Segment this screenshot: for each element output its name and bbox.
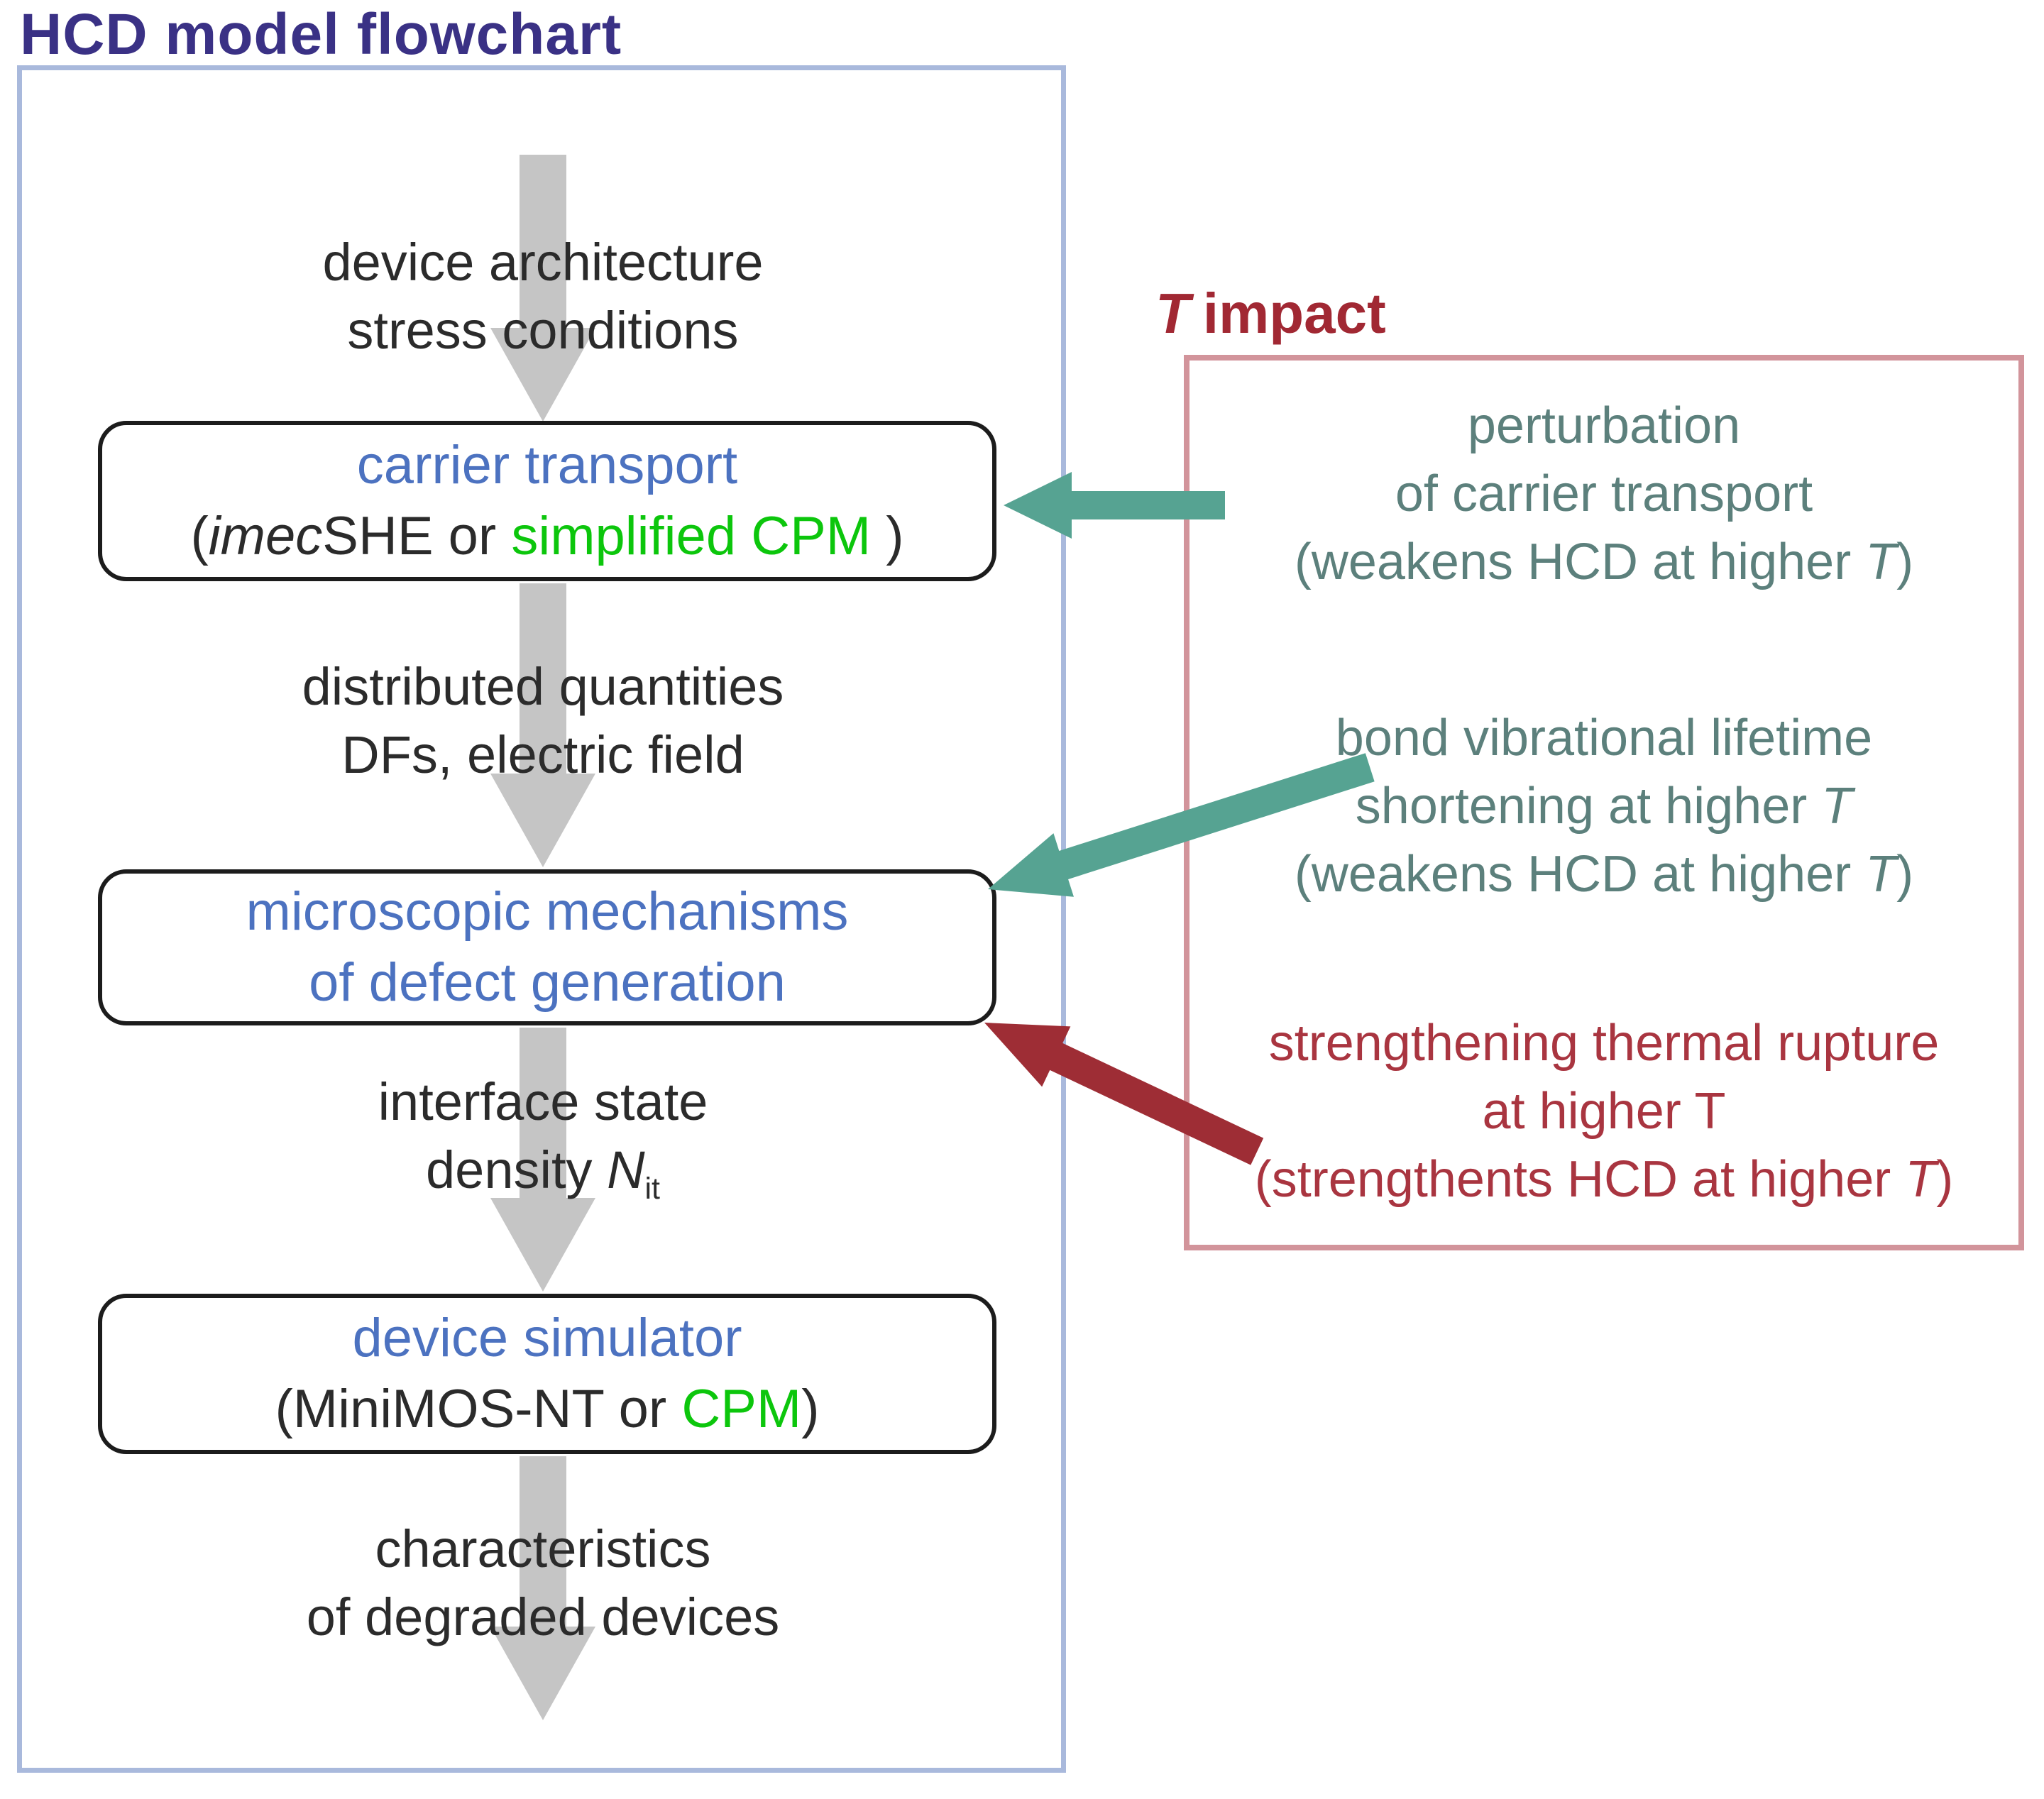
device-simulator-box: device simulator (MiniMOS-NT or CPM) xyxy=(98,1294,996,1454)
distributed-quantities-line1: distributed quantities xyxy=(302,657,784,716)
vibrational-lifetime-note: bond vibrational lifetime shortening at … xyxy=(1207,704,2001,908)
device-simulator-subtitle: (MiniMOS-NT or CPM) xyxy=(275,1374,819,1445)
rupture-line2: at higher T xyxy=(1482,1083,1726,1140)
output-label-line1: characteristics xyxy=(375,1519,711,1578)
paren-close: ) xyxy=(1936,1151,1954,1208)
lifetime-line2: shortening at higher T xyxy=(1207,772,2001,840)
input-label-line2: stress conditions xyxy=(347,301,739,360)
output-label: characteristics of degraded devices xyxy=(28,1515,1057,1651)
paren-close: ) xyxy=(1896,846,1914,903)
carrier-transport-subtitle: (imecSHE or simplified CPM ) xyxy=(190,501,903,572)
paren-close: ) xyxy=(871,506,904,566)
carrier-transport-title: carrier transport xyxy=(356,435,738,495)
lifetime-line1: bond vibrational lifetime xyxy=(1335,710,1873,766)
distributed-quantities-line2: DFs, electric field xyxy=(341,725,744,784)
imec-label: imec xyxy=(208,506,323,566)
perturbation-line2: of carrier transport xyxy=(1395,466,1813,522)
input-label: device architecture stress conditions xyxy=(28,229,1057,365)
it-subscript: it xyxy=(644,1172,660,1206)
weakens-text: (weakens HCD at higher xyxy=(1294,534,1866,590)
paren-close: ) xyxy=(1896,534,1914,590)
simplified-cpm-label: simplified CPM xyxy=(511,506,872,566)
perturbation-note: perturbation of carrier transport (weake… xyxy=(1207,392,2001,596)
rupture-line3: (strengthents HCD at higher T) xyxy=(1207,1145,2001,1214)
t-symbol: T xyxy=(1155,282,1190,345)
t-symbol: T xyxy=(1865,534,1897,590)
she-label: SHE or xyxy=(322,506,512,566)
impact-word: impact xyxy=(1202,282,1386,345)
thermal-rupture-note: strengthening thermal rupture at higher … xyxy=(1207,1009,2001,1214)
density-text: density xyxy=(426,1140,608,1199)
cpm-label: CPM xyxy=(681,1379,802,1439)
t-symbol: T xyxy=(1905,1151,1937,1208)
carrier-transport-box: carrier transport (imecSHE or simplified… xyxy=(98,421,996,581)
interface-density-label: interface state density Nit xyxy=(28,1068,1057,1223)
paren-open: ( xyxy=(190,506,209,566)
defect-mechanisms-line2: of defect generation xyxy=(309,952,786,1013)
defect-mechanisms-line1: microscopic mechanisms xyxy=(246,881,849,942)
interface-density-line1: interface state xyxy=(378,1072,708,1131)
perturbation-line3: (weakens HCD at higher T) xyxy=(1207,528,2001,596)
t-symbol: T xyxy=(1865,846,1897,903)
device-simulator-title: device simulator xyxy=(352,1308,742,1368)
perturbation-line1: perturbation xyxy=(1467,397,1741,454)
flowchart-frame xyxy=(17,65,1066,1773)
minimos-label: (MiniMOS-NT or xyxy=(275,1379,682,1439)
weakens-text: (weakens HCD at higher xyxy=(1294,846,1866,903)
figure-title: HCD model flowchart xyxy=(20,2,622,67)
input-label-line1: device architecture xyxy=(322,233,764,292)
strengthens-text: (strengthents HCD at higher xyxy=(1254,1151,1906,1208)
rupture-line1: strengthening thermal rupture xyxy=(1268,1015,1940,1072)
interface-density-line2: density Nit xyxy=(28,1136,1057,1223)
lifetime-line3: (weakens HCD at higher T) xyxy=(1207,840,2001,908)
paren-close: ) xyxy=(801,1379,820,1439)
n-symbol: N xyxy=(607,1140,645,1199)
output-label-line2: of degraded devices xyxy=(306,1588,780,1646)
shortening-text: shortening at higher xyxy=(1355,778,1822,835)
defect-mechanisms-box: microscopic mechanisms of defect generat… xyxy=(98,869,996,1025)
t-symbol: T xyxy=(1821,778,1853,835)
distributed-quantities-label: distributed quantities DFs, electric fie… xyxy=(28,653,1057,789)
